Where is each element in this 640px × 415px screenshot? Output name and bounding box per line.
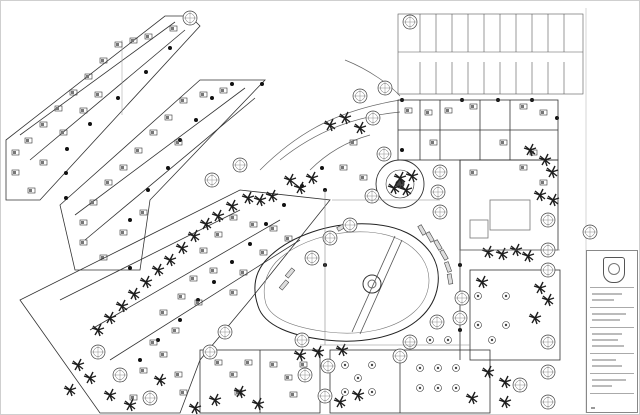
walkways bbox=[320, 190, 560, 346]
title-block-text-line bbox=[592, 345, 624, 347]
title-block-text-line bbox=[592, 299, 614, 301]
title-block-divider bbox=[590, 287, 634, 288]
title-block-divider bbox=[590, 353, 634, 354]
access-roads bbox=[259, 59, 401, 171]
title-block-text-line bbox=[592, 365, 622, 367]
title-block-text-line bbox=[592, 379, 626, 381]
crest-icon bbox=[603, 257, 625, 283]
restaurant-furniture bbox=[214, 359, 308, 398]
main-building bbox=[397, 99, 561, 361]
title-block-text-line bbox=[592, 313, 626, 315]
central-plaza bbox=[375, 159, 425, 209]
title-block-divider bbox=[590, 327, 634, 328]
restaurant-area bbox=[199, 349, 491, 414]
pool-loungers bbox=[278, 222, 454, 291]
top-trees bbox=[182, 10, 198, 26]
title-block-text-line bbox=[592, 385, 612, 387]
title-block-divider bbox=[590, 307, 634, 308]
title-block-text-line bbox=[592, 319, 620, 321]
title-block-text-line bbox=[592, 359, 616, 361]
swimming-pool bbox=[254, 223, 439, 342]
sheet-number bbox=[591, 407, 595, 409]
lower-left-wing bbox=[19, 189, 331, 414]
upper-wing-rooms bbox=[11, 25, 228, 261]
upper-left-wing bbox=[5, 15, 266, 271]
title-block-text-line bbox=[592, 339, 618, 341]
structural-columns bbox=[64, 16, 559, 382]
restaurant-tables bbox=[341, 292, 510, 396]
parking-lot bbox=[397, 13, 584, 95]
title-block-text-line bbox=[592, 293, 622, 295]
title-block-text-line bbox=[592, 333, 622, 335]
title-block-divider bbox=[590, 393, 634, 394]
title-block-divider bbox=[590, 373, 634, 374]
title-block bbox=[586, 250, 638, 413]
